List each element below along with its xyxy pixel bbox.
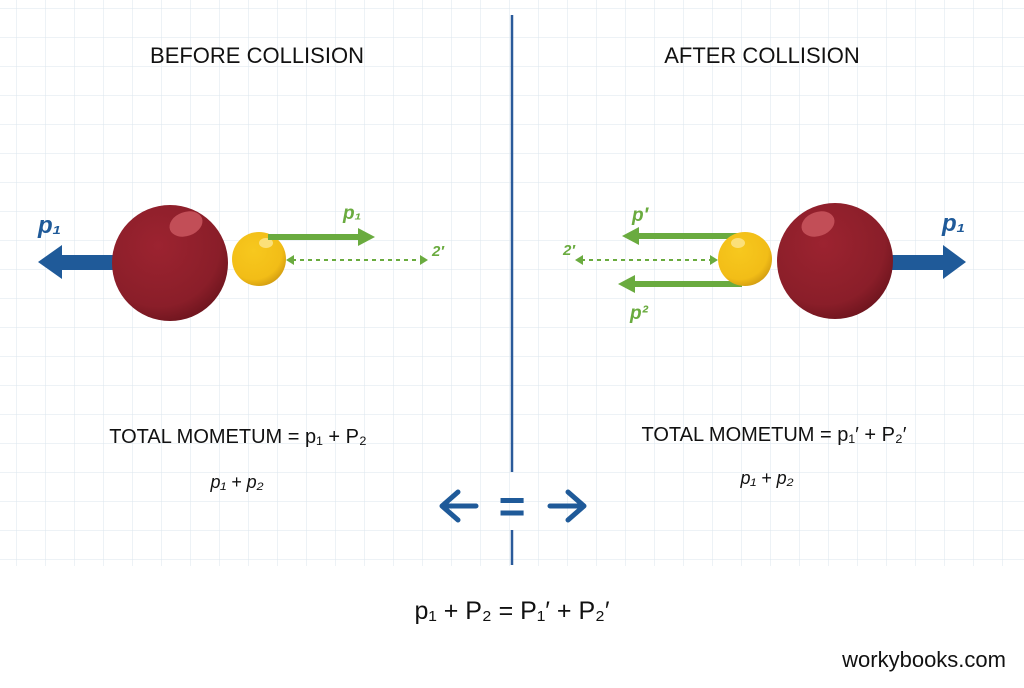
before-small-yellow-ball: [232, 232, 286, 286]
before-dotted-label: 2′: [431, 243, 445, 260]
equals-symbol: =: [499, 480, 526, 532]
after-title: AFTER COLLISION: [664, 43, 860, 68]
before-small-ball-label: p₁: [342, 203, 361, 224]
after-big-ball-label: p₁: [941, 210, 965, 237]
before-total-momentum: TOTAL MOMETUM = p₁ + P₂: [109, 426, 367, 448]
after-sum: p₁ + p₂: [739, 468, 793, 488]
right-arrow-icon: [547, 489, 587, 523]
after-dotted-label: 2′: [562, 242, 576, 259]
brand-watermark: workybooks.com: [841, 647, 1006, 672]
before-title: BEFORE COLLISION: [150, 43, 364, 68]
after-lower-arrow-label: p²: [629, 303, 649, 324]
after-big-red-ball: [777, 203, 893, 319]
left-arrow-icon: [439, 489, 479, 523]
before-dotted-arrow: [286, 255, 428, 265]
after-upper-arrow: [622, 227, 742, 245]
before-big-red-ball: [112, 205, 228, 321]
after-total-momentum: TOTAL MOMETUM = p₁′ + P₂′: [641, 424, 906, 446]
after-small-yellow-ball: [718, 232, 772, 286]
after-upper-arrow-label: p′: [631, 205, 650, 226]
after-big-ball-arrow: [885, 245, 966, 279]
before-big-ball-arrow: [38, 245, 115, 279]
after-lower-arrow: [618, 275, 742, 293]
before-big-ball-label: p₁: [37, 212, 61, 239]
before-sum: p₁ + p₂: [209, 472, 263, 492]
before-small-ball-arrow: [268, 228, 375, 246]
after-dotted-arrow: [575, 255, 718, 265]
conservation-equation: p₁ + P₂ = P₁′ + P₂′: [414, 597, 609, 625]
